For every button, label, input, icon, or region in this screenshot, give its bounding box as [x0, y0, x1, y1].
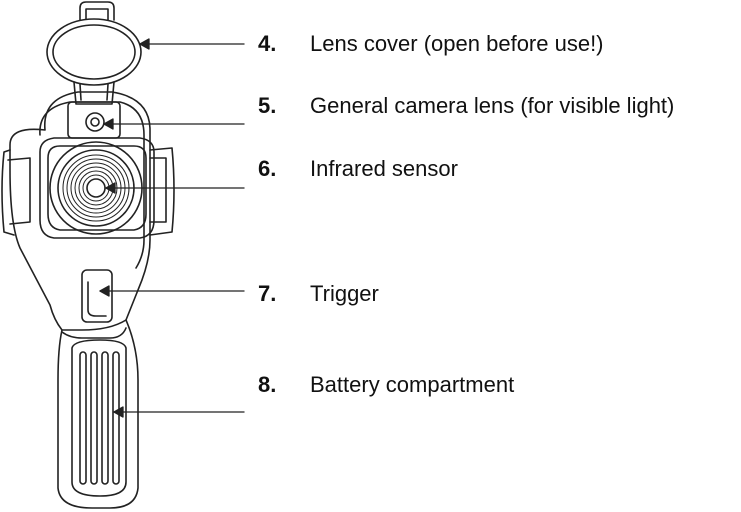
leader-line-4: [139, 38, 245, 50]
leader-line-8: [113, 406, 245, 418]
leader-line-7: [99, 285, 245, 297]
callout-battery-compartment: 8. Battery compartment: [258, 370, 514, 400]
leader-line-5: [103, 118, 245, 130]
callout-number: 5.: [258, 93, 277, 118]
callout-number: 4.: [258, 31, 277, 56]
callout-trigger: 7. Trigger: [258, 279, 379, 309]
callout-number: 8.: [258, 372, 277, 397]
lens-cover-drawing: [46, 1, 142, 105]
callout-general-camera-lens: 5. General camera lens (for visible light…: [258, 91, 674, 121]
battery-compartment-drawing: [57, 319, 139, 509]
leader-line-6: [105, 182, 245, 194]
trigger-drawing: [81, 269, 113, 323]
camera-body-drawing: [1, 91, 175, 331]
callout-text: Lens cover (open before use!): [310, 31, 604, 56]
callout-text: Trigger: [310, 281, 379, 306]
callout-number: 6.: [258, 156, 277, 181]
callout-text: Infrared sensor: [310, 156, 458, 181]
callout-lens-cover: 4. Lens cover (open before use!): [258, 29, 604, 59]
callout-text: Battery compartment: [310, 372, 515, 397]
leader-lines: [99, 38, 245, 418]
callout-text: General camera lens (for visible light): [310, 93, 675, 118]
callout-number: 7.: [258, 281, 277, 306]
callout-infrared-sensor: 6. Infrared sensor: [258, 154, 458, 184]
